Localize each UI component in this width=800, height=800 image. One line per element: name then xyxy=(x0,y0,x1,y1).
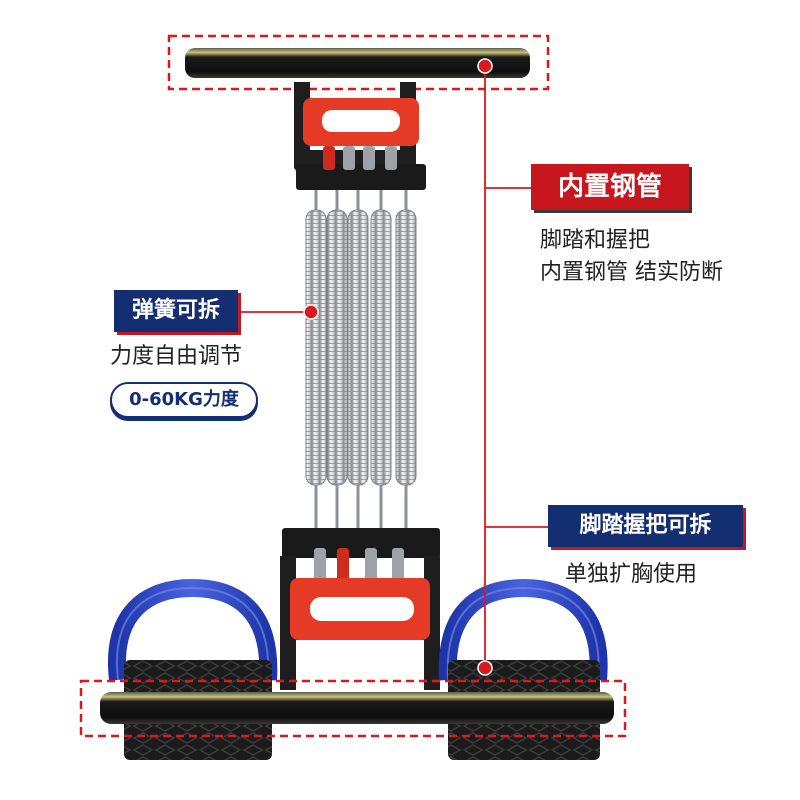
top-handle-frame xyxy=(294,82,426,190)
top-bar xyxy=(185,48,530,78)
handles-desc: 单独扩胸使用 xyxy=(565,562,698,587)
foot-straps xyxy=(107,578,608,682)
springs-title: 弹簧可拆 xyxy=(114,290,238,332)
handles-title: 脚踏握把可拆 xyxy=(548,505,743,547)
force-range-badge: 0-60KG力度 xyxy=(110,382,258,418)
steel-tube-desc-line-1: 脚踏和握把 xyxy=(540,228,651,253)
bottom-bar xyxy=(100,692,614,724)
top-hooks xyxy=(323,146,397,170)
steel-tube-desc-line-2: 内置钢管 结实防断 xyxy=(540,260,723,285)
marker-dot-top xyxy=(477,58,493,74)
springs xyxy=(305,190,417,528)
steel-tube-title: 内置钢管 xyxy=(531,164,689,210)
marker-dot-bottom xyxy=(477,660,493,676)
springs-desc: 力度自由调节 xyxy=(110,344,243,369)
bottom-bar-highlight-box xyxy=(79,679,627,738)
leader-lines xyxy=(240,66,548,668)
marker-dot-spring xyxy=(303,304,319,320)
top-bar-highlight-box xyxy=(167,34,550,91)
bottom-handle-frame xyxy=(280,528,440,690)
